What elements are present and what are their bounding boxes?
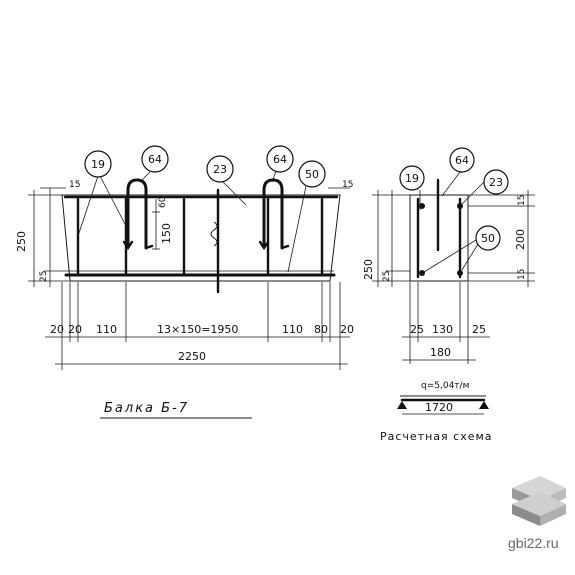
section-callout-23 (483, 169, 509, 195)
total-dim-label: 2250 (178, 350, 206, 363)
lifting-loop-left (126, 178, 148, 250)
scheme-load-label: q=5,04т/м (421, 381, 469, 391)
svg-text:19: 19 (405, 172, 419, 185)
lifting-loop-right (262, 178, 284, 250)
site-watermark: gbi22.ru (508, 535, 559, 551)
beam-elevation: 60 150 250 25 15 15 20 20 110 13×150=195… (15, 145, 354, 419)
stirrup-height-dim: 150 (160, 223, 173, 244)
site-logo (512, 476, 566, 526)
section-callout-64 (449, 147, 475, 173)
svg-text:23: 23 (213, 163, 227, 176)
bottom-cover-label: 25 (39, 271, 49, 282)
section-w-mid: 130 (432, 323, 453, 336)
top-cover-left-label: 15 (69, 180, 80, 190)
dim-seg-f: 20 (340, 323, 354, 336)
section-bar-tr (457, 203, 463, 209)
loop-hook-right-a (258, 240, 270, 251)
svg-text:64: 64 (455, 154, 469, 167)
section-top-r: 15 (517, 195, 527, 206)
beam-section: 250 25 15 200 15 25 130 25 180 19 64 23 (362, 147, 535, 364)
break-mark (210, 221, 218, 247)
section-bar-tl (419, 203, 425, 209)
svg-text:23: 23 (489, 176, 503, 189)
svg-text:64: 64 (273, 153, 287, 166)
height-dim-label: 250 (15, 231, 28, 252)
section-callout-19 (399, 165, 425, 191)
top-cover-right-label: 15 (342, 180, 353, 190)
dim-seg-d: 110 (282, 323, 303, 336)
section-bot-r: 15 (517, 269, 527, 280)
support-left (397, 401, 407, 409)
callout-19 (84, 150, 112, 178)
beam-title: Балка Б-7 (104, 401, 189, 416)
support-right (479, 401, 489, 409)
section-bar-br (457, 270, 463, 276)
section-mid-r: 200 (514, 229, 527, 250)
section-w-right: 25 (472, 323, 486, 336)
callout-23 (206, 155, 234, 183)
section-w-left: 25 (410, 323, 424, 336)
beam-outline (61, 194, 341, 282)
callout-64-right (266, 145, 294, 173)
dim-seg-e: 80 (314, 323, 328, 336)
loop-hook-left-b (144, 244, 154, 250)
section-w-total: 180 (430, 346, 451, 359)
stirrup-top-dim: 60 (158, 196, 168, 208)
section-bar-bl (419, 270, 425, 276)
svg-text:64: 64 (148, 153, 162, 166)
dim-seg-mid: 13×150=1950 (157, 323, 238, 336)
svg-text:19: 19 (91, 158, 105, 171)
dim-seg-c: 110 (96, 323, 117, 336)
dim-seg-b: 20 (68, 323, 82, 336)
section-height-label: 250 (362, 259, 375, 280)
svg-text:50: 50 (481, 232, 495, 245)
section-callout-50 (475, 225, 501, 251)
callout-64 (141, 145, 169, 173)
dim-seg-a: 20 (50, 323, 64, 336)
scheme-title: Расчетная схема (380, 430, 493, 443)
callout-50 (298, 160, 326, 188)
loop-hook-left-a (122, 240, 134, 251)
calc-scheme: q=5,04т/м 1720 Расчетная схема (380, 381, 493, 443)
loop-hook-right-b (280, 244, 290, 250)
svg-text:50: 50 (305, 168, 319, 181)
scheme-span-label: 1720 (425, 401, 453, 414)
section-bottom-label: 25 (382, 271, 392, 282)
